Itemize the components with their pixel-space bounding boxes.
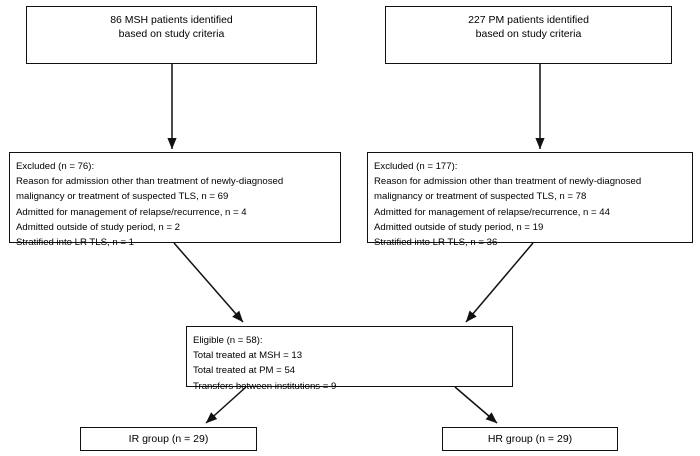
node-hr-group: HR group (n = 29): [442, 427, 618, 451]
node-eligible-text: Eligible (n = 58): Total treated at MSH …: [193, 335, 337, 392]
node-msh-source-text: 86 MSH patients identified based on stud…: [110, 14, 233, 40]
node-pm-source: 227 PM patients identified based on stud…: [385, 6, 672, 64]
node-msh-source: 86 MSH patients identified based on stud…: [26, 6, 317, 64]
node-msh-excluded: Excluded (n = 76): Reason for admission …: [9, 152, 341, 248]
edge-pm-excluded-to-eligible: [465, 242, 534, 323]
node-ir-group-text: IR group (n = 29): [128, 432, 209, 445]
node-eligible: Eligible (n = 58): Total treated at MSH …: [186, 326, 513, 392]
edge-msh-excluded-to-eligible: [173, 242, 244, 323]
node-pm-excluded-text: Excluded (n = 177): Reason for admission…: [374, 161, 642, 249]
node-pm-excluded: Excluded (n = 177): Reason for admission…: [367, 152, 693, 248]
node-ir-group: IR group (n = 29): [80, 427, 257, 451]
node-pm-source-text: 227 PM patients identified based on stud…: [468, 14, 589, 40]
node-msh-excluded-text: Excluded (n = 76): Reason for admission …: [16, 161, 284, 249]
node-hr-group-text: HR group (n = 29): [487, 432, 573, 445]
